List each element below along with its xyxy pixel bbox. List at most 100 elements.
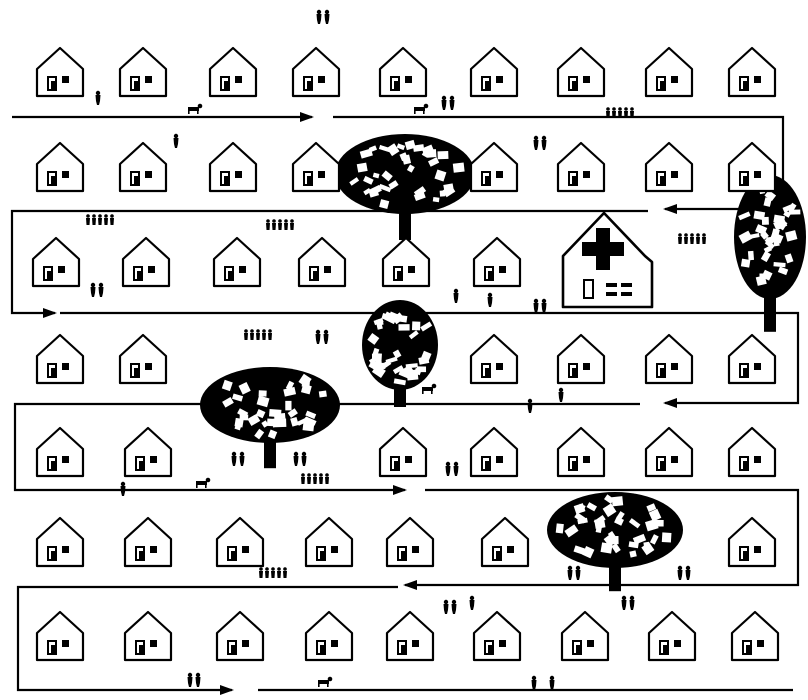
house-icon <box>558 335 604 383</box>
group-icon <box>266 219 294 230</box>
house-icon <box>646 143 692 191</box>
house-icon <box>306 612 352 660</box>
person-icon <box>325 10 330 24</box>
house-icon <box>471 48 517 96</box>
house-icon <box>646 335 692 383</box>
house-icon <box>387 612 433 660</box>
house-icon <box>120 143 166 191</box>
person-icon <box>121 482 126 496</box>
group-icon <box>678 233 706 244</box>
person-icon <box>542 299 547 313</box>
house-icon <box>299 238 345 286</box>
house-icon <box>482 518 528 566</box>
house-icon <box>33 238 79 286</box>
house-icon <box>125 612 171 660</box>
house-icon <box>558 428 604 476</box>
house-icon <box>474 612 520 660</box>
house-icon <box>217 612 263 660</box>
person-icon <box>622 596 627 610</box>
person-icon <box>317 10 322 24</box>
person-icon <box>91 283 96 297</box>
group-icon <box>259 567 287 578</box>
house-icon <box>471 143 517 191</box>
house-icon <box>125 428 171 476</box>
person-icon <box>454 289 459 303</box>
person-icon <box>188 673 193 687</box>
house-icon <box>729 143 775 191</box>
house-icon <box>558 143 604 191</box>
tree-icon <box>335 134 475 240</box>
house-icon <box>120 48 166 96</box>
person-icon <box>559 388 564 402</box>
person-icon <box>174 134 179 148</box>
dog-icon <box>318 677 332 687</box>
dog-icon <box>414 104 428 114</box>
house-icon <box>732 612 778 660</box>
group-icon <box>301 473 329 484</box>
house-icon <box>37 48 83 96</box>
dog-icon <box>188 104 202 114</box>
person-icon <box>470 596 475 610</box>
person-icon <box>534 136 539 150</box>
person-icon <box>568 566 573 580</box>
house-icon <box>37 428 83 476</box>
person-icon <box>324 330 329 344</box>
house-icon <box>120 335 166 383</box>
house-icon <box>387 518 433 566</box>
house-icon <box>214 238 260 286</box>
house-icon <box>562 612 608 660</box>
person-icon <box>488 293 493 307</box>
person-icon <box>96 91 101 105</box>
person-icon <box>534 299 539 313</box>
house-icon <box>123 238 169 286</box>
house-icon <box>217 518 263 566</box>
house-icon <box>293 48 339 96</box>
person-icon <box>232 452 237 466</box>
person-icon <box>686 566 691 580</box>
house-icon <box>558 48 604 96</box>
person-icon <box>196 673 201 687</box>
house-icon <box>37 143 83 191</box>
person-icon <box>240 452 245 466</box>
person-icon <box>532 676 537 690</box>
person-icon <box>444 600 449 614</box>
dog-icon <box>422 384 436 394</box>
person-icon <box>630 596 635 610</box>
person-icon <box>302 452 307 466</box>
person-icon <box>678 566 683 580</box>
tree-icon <box>734 175 806 332</box>
person-icon <box>294 452 299 466</box>
house-icon <box>729 335 775 383</box>
house-icon <box>471 428 517 476</box>
person-icon <box>528 399 533 413</box>
tree-icon <box>547 492 683 591</box>
house-icon <box>380 428 426 476</box>
person-icon <box>576 566 581 580</box>
house-icon <box>293 143 339 191</box>
person-icon <box>446 462 451 476</box>
house-icon <box>471 335 517 383</box>
person-icon <box>542 136 547 150</box>
house-icon <box>729 518 775 566</box>
person-icon <box>316 330 321 344</box>
house-icon <box>474 238 520 286</box>
house-icon <box>729 48 775 96</box>
house-icon <box>646 428 692 476</box>
person-icon <box>452 600 457 614</box>
person-icon <box>442 96 447 110</box>
house-icon <box>37 335 83 383</box>
group-icon <box>86 214 114 225</box>
tree-icon <box>200 367 340 468</box>
house-icon <box>125 518 171 566</box>
dog-icon <box>196 478 210 488</box>
house-icon <box>37 612 83 660</box>
house-icon <box>306 518 352 566</box>
hospital-building <box>563 213 652 307</box>
person-icon <box>550 676 555 690</box>
house-icon <box>729 428 775 476</box>
person-icon <box>450 96 455 110</box>
house-icon <box>37 518 83 566</box>
house-icon <box>383 238 429 286</box>
